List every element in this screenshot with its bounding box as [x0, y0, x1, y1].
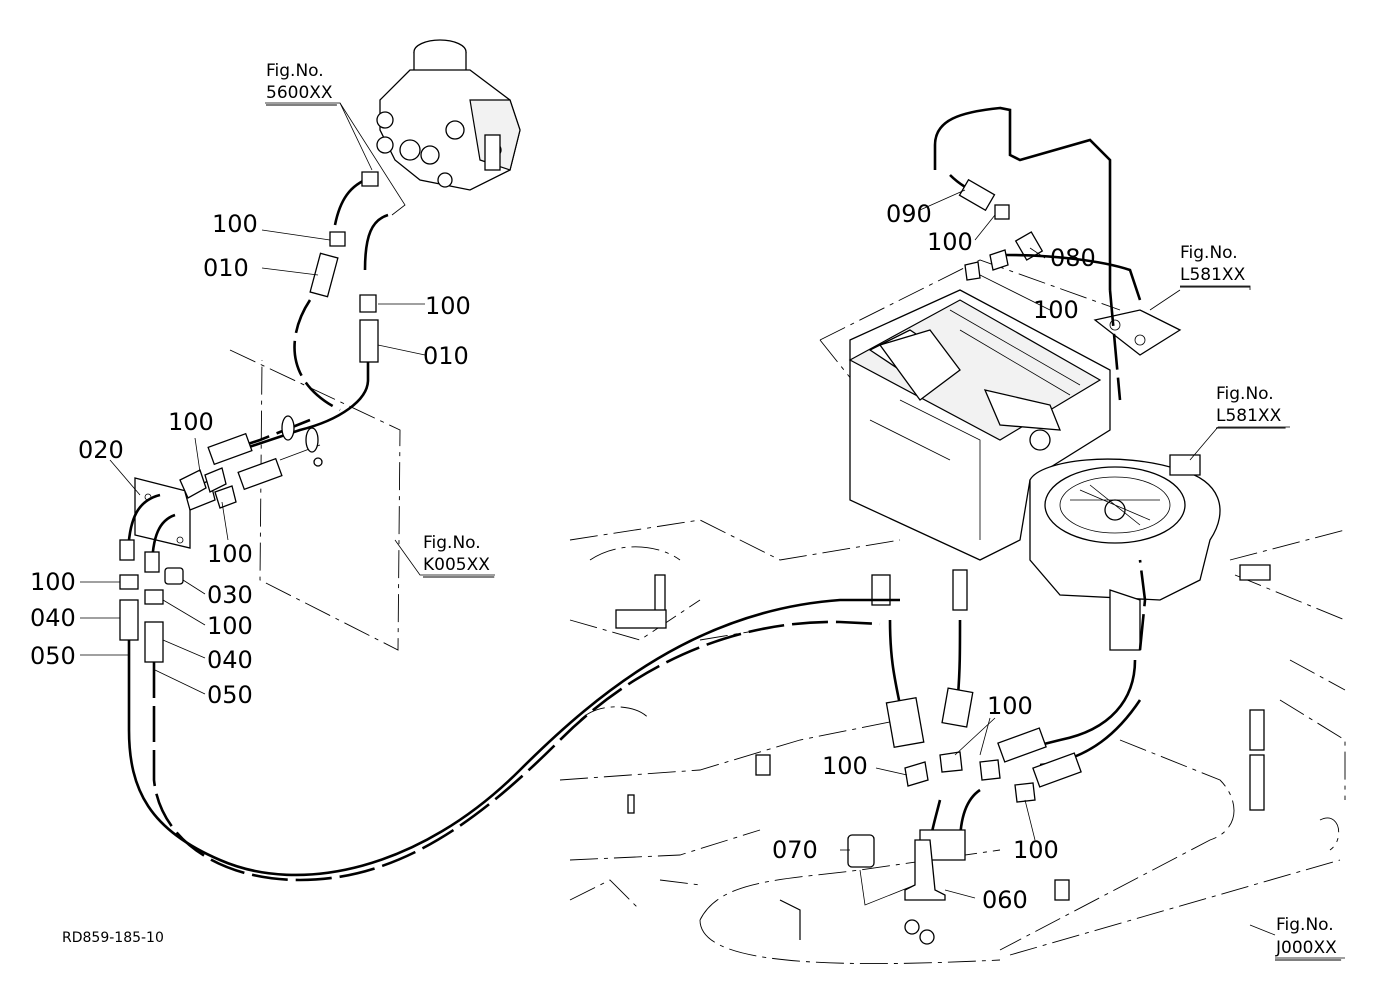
callout-100[interactable]: 100 — [207, 540, 253, 568]
fig-ref-5600-line1: Fig.No. — [266, 61, 324, 81]
fig-ref-l581-b[interactable]: Fig.No. L581XX — [1216, 384, 1286, 429]
callout-060[interactable]: 060 — [982, 886, 1028, 914]
callout-070[interactable]: 070 — [772, 836, 818, 864]
callout-100[interactable]: 100 — [30, 568, 76, 596]
callouts: 100 010 100 010 100 020 100 100 030 040 … — [30, 200, 1096, 914]
fig-ref-l581-b-line1: Fig.No. — [1216, 384, 1274, 404]
fig-ref-k005-line1: Fig.No. — [423, 533, 481, 553]
callout-010[interactable]: 010 — [203, 254, 249, 282]
drawing-code: RD859-185-10 — [62, 930, 164, 946]
fig-ref-j000-line1: Fig.No. — [1276, 915, 1334, 935]
callout-100[interactable]: 100 — [1033, 296, 1079, 324]
right-hose-assembly — [933, 106, 1147, 788]
callout-100[interactable]: 100 — [212, 210, 258, 238]
fig-ref-l581-a-line1: Fig.No. — [1180, 243, 1238, 263]
callout-030[interactable]: 030 — [207, 581, 253, 609]
heater-unit — [848, 289, 1271, 651]
fig-ref-5600[interactable]: Fig.No. 5600XX — [266, 61, 337, 106]
callout-080[interactable]: 080 — [1050, 244, 1096, 272]
callout-100[interactable]: 100 — [425, 292, 471, 320]
left-hose-assembly — [207, 171, 389, 491]
fig-ref-j000[interactable]: Fig.No. J000XX — [1275, 915, 1342, 961]
fig-ref-j000-line2: J000XX — [1275, 938, 1337, 958]
control-valve — [376, 39, 521, 191]
callout-100[interactable]: 100 — [207, 612, 253, 640]
leader-lines — [80, 102, 1345, 959]
callout-040[interactable]: 040 — [207, 646, 253, 674]
fig-ref-k005[interactable]: Fig.No. K005XX — [423, 533, 495, 578]
fig-ref-l581-a-line2: L581XX — [1180, 265, 1246, 285]
callout-100[interactable]: 100 — [822, 752, 868, 780]
lower-fittings — [119, 567, 900, 882]
fig-ref-l581-a[interactable]: Fig.No. L581XX — [1180, 243, 1250, 288]
floor-studs — [615, 569, 1265, 940]
callout-100[interactable]: 100 — [168, 408, 214, 436]
callout-050[interactable]: 050 — [30, 642, 76, 670]
fig-ref-l581-b-line2: L581XX — [1216, 406, 1282, 426]
callout-100[interactable]: 100 — [1013, 836, 1059, 864]
callout-090[interactable]: 090 — [886, 200, 932, 228]
callout-020[interactable]: 020 — [78, 436, 124, 464]
fig-ref-k005-line2: K005XX — [423, 555, 490, 575]
bracket-020 — [119, 467, 237, 573]
fig-ref-5600-line2: 5600XX — [266, 83, 333, 103]
callout-050[interactable]: 050 — [207, 681, 253, 709]
callout-010[interactable]: 010 — [423, 342, 469, 370]
callout-100[interactable]: 100 — [987, 692, 1033, 720]
center-connector — [847, 619, 1036, 945]
callout-040[interactable]: 040 — [30, 604, 76, 632]
callout-100[interactable]: 100 — [927, 228, 973, 256]
